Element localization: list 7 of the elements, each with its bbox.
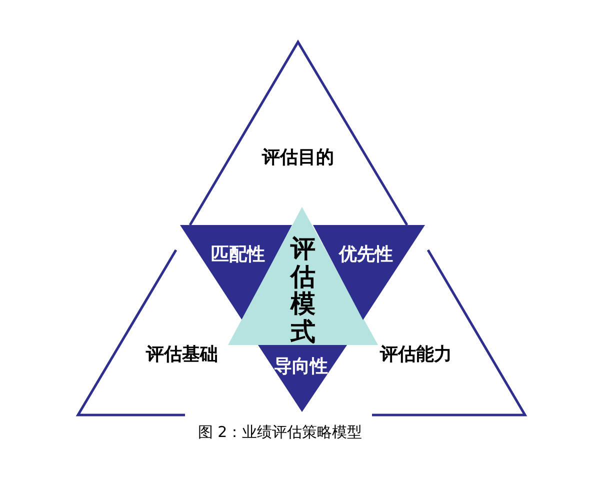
triangle-label: 匹配性 — [211, 246, 265, 264]
triangle-label: 评估能力 — [380, 346, 452, 364]
triangle-label: 评估模式 — [290, 235, 316, 345]
triangle-label: 导向性 — [274, 358, 328, 376]
triangle-label: 评估基础 — [146, 346, 218, 364]
triangle-label: 优先性 — [339, 246, 393, 264]
triangle-label: 评估目的 — [262, 149, 334, 167]
